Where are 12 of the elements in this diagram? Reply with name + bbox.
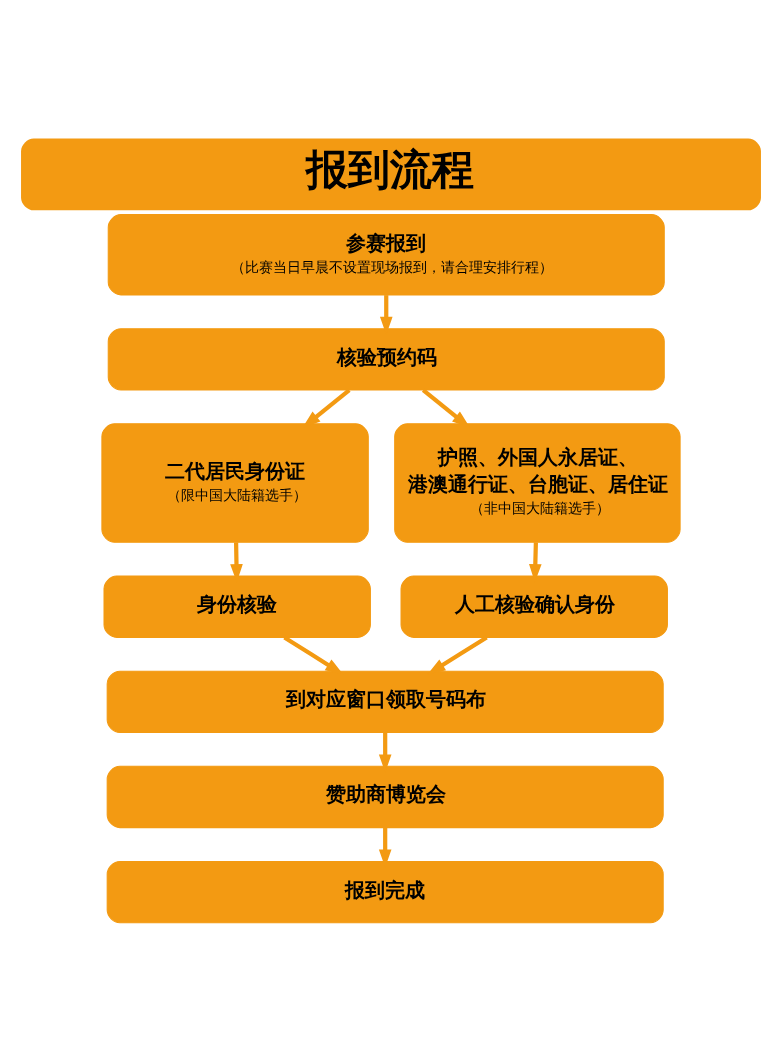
node-box: 二代居民身份证 （限中国大陆籍选手） <box>101 422 369 543</box>
node-box: 人工核验确认身份 <box>400 575 668 638</box>
node-box: 身份核验 <box>103 575 371 638</box>
node-box: 护照、外国人永居证、港澳通行证、台胞证、居住证 （非中国大陆籍选手） <box>394 422 681 543</box>
node-box: 核验预约码 <box>107 327 665 391</box>
node-box: 参赛报到 （比赛当日早晨不设置现场报到，请合理安排行程） <box>107 213 665 295</box>
diagram-title: 报到流程 <box>306 144 475 194</box>
arrow <box>427 635 488 674</box>
node-box: 到对应窗口领取号码布 <box>106 670 664 733</box>
node-box: 赞助商博览会 <box>106 765 664 828</box>
node-box: 报到完成 <box>106 860 664 923</box>
arrow <box>283 635 344 674</box>
